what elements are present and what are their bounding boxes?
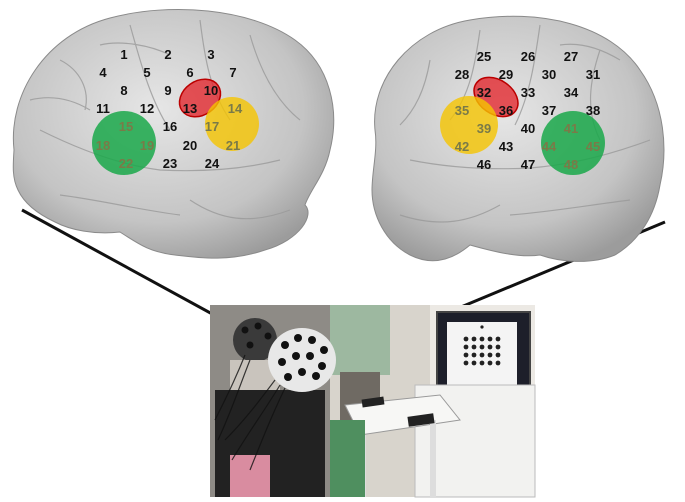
channel-label: 15 — [119, 119, 133, 134]
channel-label: 48 — [564, 157, 578, 172]
channel-label: 32 — [477, 85, 491, 100]
channel-label: 38 — [586, 103, 600, 118]
keypad — [407, 413, 435, 427]
left-channel-labels: 1 2 3 4 5 6 7 8 9 10 11 12 13 14 15 16 1… — [96, 47, 243, 171]
left-hemisphere-brain — [12, 8, 335, 259]
right-yellow-region — [440, 96, 498, 154]
channel-label: 46 — [477, 157, 491, 172]
channel-label: 11 — [96, 101, 110, 116]
channel-label: 26 — [521, 49, 535, 64]
left-yellow-region — [205, 97, 259, 151]
channel-label: 8 — [120, 83, 127, 98]
channel-label: 27 — [564, 49, 578, 64]
channel-label: 37 — [542, 103, 556, 118]
right-hemisphere-brain — [371, 15, 665, 262]
channel-label: 42 — [455, 139, 469, 154]
channel-label: 6 — [186, 65, 193, 80]
channel-label: 25 — [477, 49, 491, 64]
channel-label: 5 — [143, 65, 150, 80]
channel-label: 4 — [99, 65, 107, 80]
channel-label: 36 — [499, 103, 513, 118]
channel-label: 33 — [521, 85, 535, 100]
channel-label: 12 — [140, 101, 154, 116]
channel-label: 19 — [140, 138, 154, 153]
channel-label: 45 — [586, 139, 600, 154]
channel-label: 23 — [163, 156, 177, 171]
keypad — [361, 396, 385, 408]
channel-label: 14 — [228, 101, 243, 116]
channel-label: 29 — [499, 67, 513, 82]
channel-label: 34 — [564, 85, 579, 100]
channel-label: 20 — [183, 138, 197, 153]
channel-label: 40 — [521, 121, 535, 136]
left-green-region — [92, 111, 156, 175]
channel-label: 2 — [164, 47, 171, 62]
channel-label: 22 — [119, 156, 133, 171]
channel-label: 28 — [455, 67, 469, 82]
channel-label: 47 — [521, 157, 535, 172]
channel-label: 21 — [226, 138, 240, 153]
channel-label: 30 — [542, 67, 556, 82]
channel-label: 41 — [564, 121, 578, 136]
channel-label: 18 — [96, 138, 110, 153]
channel-label: 9 — [164, 83, 171, 98]
channel-label: 43 — [499, 139, 513, 154]
channel-label: 17 — [205, 119, 219, 134]
right-green-region — [541, 111, 605, 175]
channel-label: 13 — [183, 101, 197, 116]
channel-label: 7 — [229, 65, 236, 80]
channel-label: 24 — [205, 156, 220, 171]
channel-label: 10 — [204, 83, 218, 98]
channel-label: 39 — [477, 121, 491, 136]
channel-label: 1 — [120, 47, 127, 62]
dot-matrix-stimulus — [463, 325, 501, 366]
channel-label: 31 — [586, 67, 600, 82]
channel-label: 3 — [207, 47, 214, 62]
channel-label: 16 — [163, 119, 177, 134]
nirs-experiment-photo — [210, 305, 536, 498]
channel-label: 44 — [542, 139, 557, 154]
right-channel-labels: 25 26 27 28 29 30 31 32 33 34 35 36 37 3… — [455, 49, 600, 172]
channel-label: 35 — [455, 103, 469, 118]
